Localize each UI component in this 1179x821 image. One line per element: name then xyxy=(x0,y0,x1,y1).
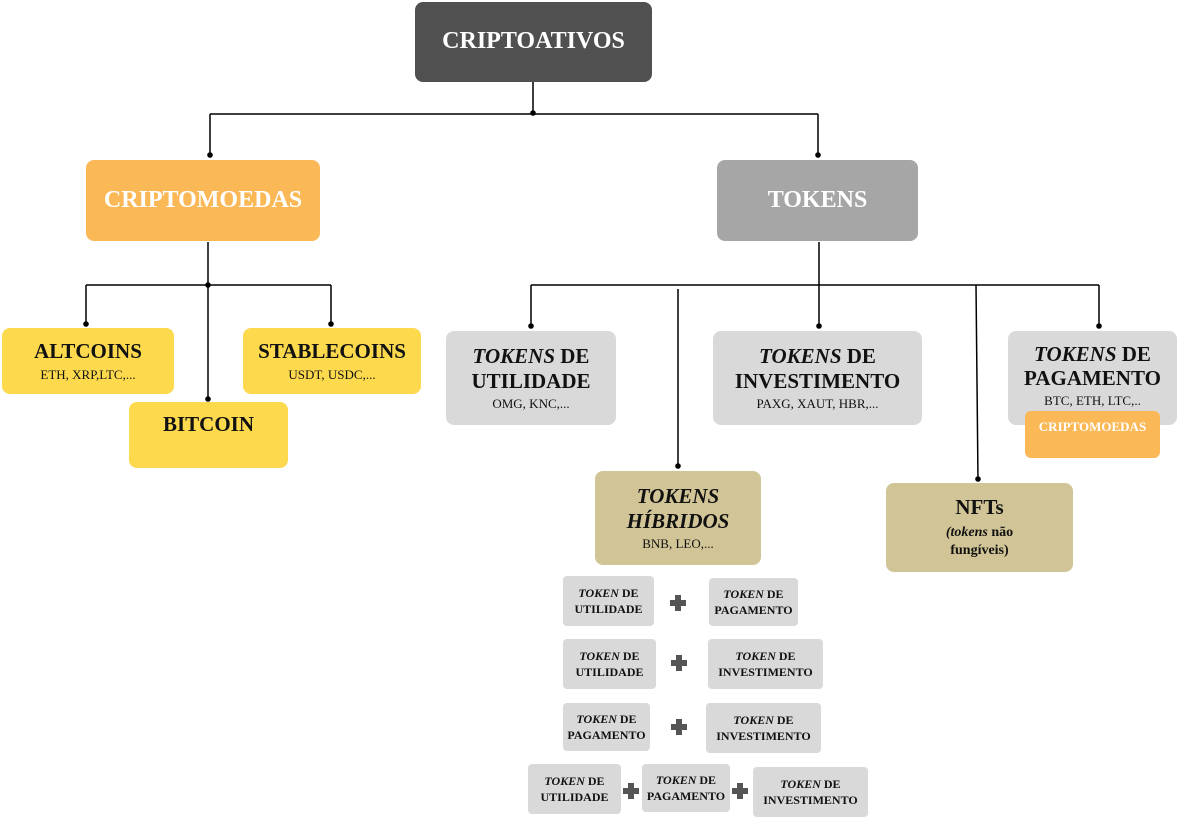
plus-icon xyxy=(671,655,687,671)
altcoins-examples: ETH, XRP,LTC,... xyxy=(40,366,136,382)
tokens-pagamento-box: TOKENS DE PAGAMENTO BTC, ETH, LTC,.. xyxy=(1008,331,1177,425)
tokens-box: TOKENS xyxy=(717,160,918,241)
nfts-description: (tokens não fungíveis) xyxy=(945,524,1014,558)
plus-icon xyxy=(671,719,687,735)
tokens-hibridos-box: TOKENS HÍBRIDOS BNB, LEO,... xyxy=(595,471,761,565)
plus-icon xyxy=(623,783,639,799)
criptomoedas-box: CRIPTOMOEDAS xyxy=(86,160,320,241)
tokens-investimento-label: TOKENS DE INVESTIMENTO xyxy=(734,344,901,393)
altcoins-box: ALTCOINS ETH, XRP,LTC,... xyxy=(2,328,174,394)
tokens-investimento-examples: PAXG, XAUT, HBR,... xyxy=(756,395,879,411)
tokens-hibridos-label: TOKENS HÍBRIDOS xyxy=(626,484,730,533)
stablecoins-examples: USDT, USDC,... xyxy=(288,366,376,382)
tokens-utilidade-box: TOKENS DE UTILIDADE OMG, KNC,... xyxy=(446,331,616,425)
bitcoin-label: BITCOIN xyxy=(162,412,255,436)
tokens-pagamento-examples: BTC, ETH, LTC,.. xyxy=(1044,393,1141,409)
plus-icon xyxy=(732,783,748,799)
plus-icon xyxy=(670,595,686,611)
stablecoins-label: STABLECOINS xyxy=(258,339,406,364)
stablecoins-box: STABLECOINS USDT, USDC,... xyxy=(243,328,421,394)
tokens-utilidade-examples: OMG, KNC,... xyxy=(492,395,570,411)
tokens-utilidade-label: TOKENS DE UTILIDADE xyxy=(471,344,591,393)
criptomoedas-label: CRIPTOMOEDAS xyxy=(103,186,303,213)
tokens-label: TOKENS xyxy=(767,186,868,213)
tokens-hibridos-examples: BNB, LEO,... xyxy=(642,535,714,551)
altcoins-label: ALTCOINS xyxy=(34,339,142,364)
nfts-box: NFTs (tokens não fungíveis) xyxy=(886,483,1073,572)
nfts-drop xyxy=(975,284,979,481)
tokens-pagamento-label: TOKENS DE PAGAMENTO xyxy=(1024,342,1161,391)
bitcoin-box: BITCOIN xyxy=(129,402,288,468)
criptoativos-label: CRIPTOATIVOS xyxy=(442,28,625,55)
nfts-label: NFTs xyxy=(955,494,1004,519)
pagamento-criptomoedas-badge: CRIPTOMOEDAS xyxy=(1025,411,1160,458)
criptoativos-box: CRIPTOATIVOS xyxy=(415,2,652,82)
pagamento-criptomoedas-label: CRIPTOMOEDAS xyxy=(1038,419,1147,434)
tokens-investimento-box: TOKENS DE INVESTIMENTO PAXG, XAUT, HBR,.… xyxy=(713,331,922,425)
